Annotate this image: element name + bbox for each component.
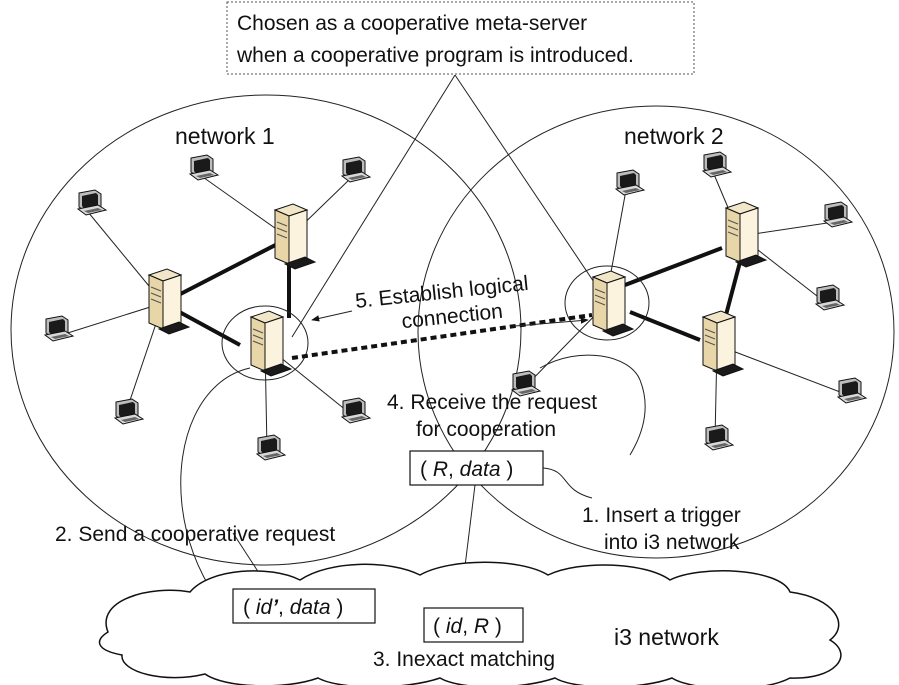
- top-note-line-2: when a cooperative program is introduced…: [236, 44, 634, 67]
- note-pointer-left: [291, 74, 456, 338]
- computer-icon: [837, 377, 867, 404]
- network-1-label: network 1: [175, 123, 275, 149]
- computer-icon: [704, 424, 734, 451]
- trigger-source-curve: [539, 354, 646, 456]
- matching-label: 3. Inexact matching: [373, 648, 555, 671]
- insert-label-line-1: 1. Insert a trigger: [582, 504, 741, 527]
- i3-network-label: i3 network: [614, 624, 719, 650]
- establish-arrow-right: [514, 317, 589, 327]
- computer-icon: [341, 397, 371, 424]
- server-icon: [274, 203, 316, 270]
- computer-icon: [815, 284, 845, 311]
- server-icon: [148, 268, 190, 335]
- meta-server-icon: [250, 310, 292, 377]
- receive-label-line-2: for cooperation: [416, 418, 556, 441]
- computer-icon: [189, 154, 219, 181]
- establish-arrow-left: [311, 310, 353, 322]
- meta-server-highlight-2: [564, 265, 650, 341]
- packet-r-data-text: ( R, data ): [420, 458, 513, 481]
- packet-id-prime-data-text: ( id’, data ): [243, 596, 343, 619]
- meta-server-icon: [592, 270, 634, 337]
- packet-id-r-text: ( id, R ): [433, 615, 502, 638]
- packet-r-data: [409, 450, 544, 486]
- network-2-label: network 2: [624, 123, 724, 149]
- send-label: 2. Send a cooperative request: [55, 523, 335, 546]
- logical-connection-line: [291, 313, 593, 360]
- packet-id-r: [423, 607, 524, 643]
- computer-icon: [341, 156, 371, 183]
- computer-icon: [256, 434, 286, 461]
- computer-icon: [114, 398, 144, 425]
- server-icon: [702, 310, 744, 377]
- receive-label-line-1: 4. Receive the request: [387, 391, 597, 414]
- computer-icon: [44, 315, 74, 342]
- computer-icon: [77, 189, 107, 216]
- receive-pointer: [542, 467, 593, 499]
- meta-server-highlight-1: [221, 305, 309, 381]
- network-2-boundary: [417, 105, 895, 559]
- computer-icon: [615, 169, 645, 196]
- top-note-box: [226, 1, 695, 75]
- insert-label-line-2: into i3 network: [604, 531, 740, 554]
- packet-id-prime-data: [232, 588, 376, 624]
- server-icon: [725, 201, 767, 268]
- note-pointer-right: [454, 74, 607, 301]
- network-1-boundary: [10, 94, 522, 566]
- computer-icon: [823, 201, 853, 228]
- computer-icon: [702, 151, 732, 178]
- top-note-line-1: Chosen as a cooperative meta-server: [237, 12, 587, 35]
